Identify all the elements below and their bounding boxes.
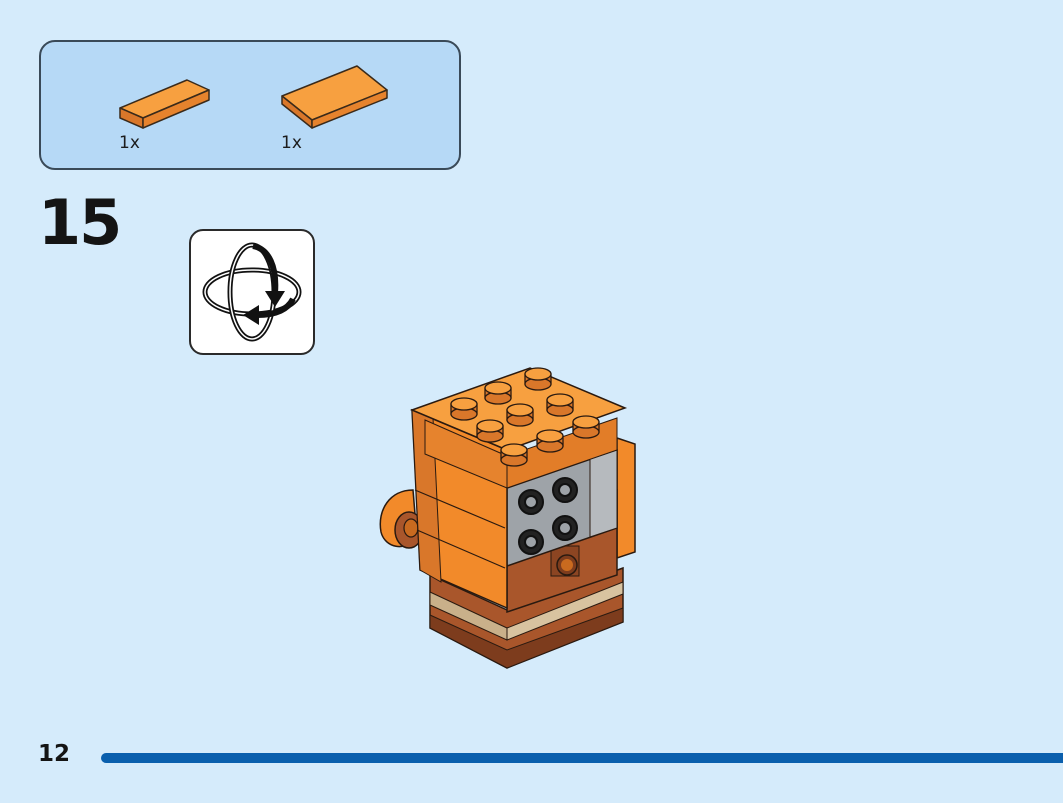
- part-tile-1x2: [119, 79, 210, 129]
- page-number: 12: [38, 741, 71, 767]
- part-tile-2x4: [281, 65, 388, 129]
- brick-model: [379, 367, 636, 669]
- parts-callout: 1x 1x: [39, 40, 461, 170]
- part-qty-2: 1x: [281, 133, 302, 153]
- progress-bar-fill: [101, 753, 1063, 763]
- rotate-model-icon: [202, 242, 302, 342]
- part-qty-1: 1x: [119, 133, 140, 153]
- rotate-callout: [189, 229, 315, 355]
- progress-bar: [101, 753, 1063, 763]
- step-number: 15: [38, 186, 122, 259]
